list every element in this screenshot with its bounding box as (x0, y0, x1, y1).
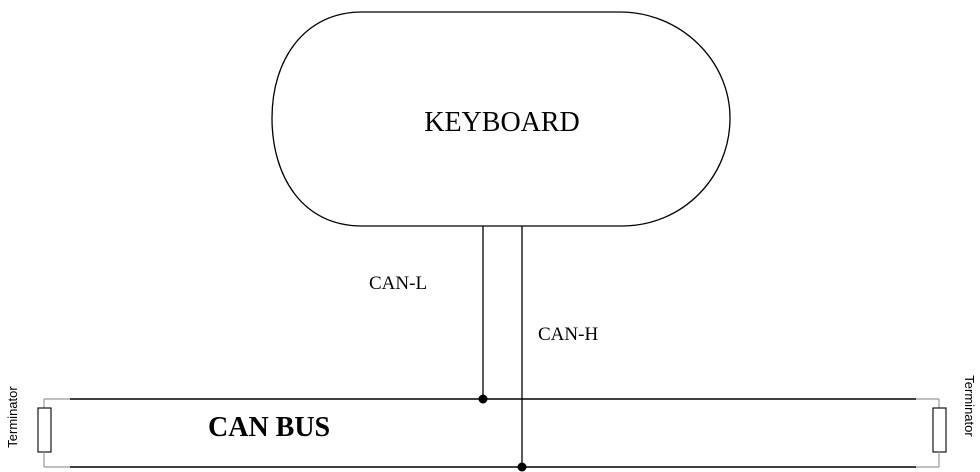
can-h-junction-dot (517, 462, 527, 472)
left-terminator-label: Terminator (5, 386, 20, 448)
left-terminator-resistor (37, 407, 52, 453)
can-l-label: CAN-L (369, 273, 427, 294)
keyboard-outline (271, 11, 731, 227)
left-terminator: Terminator (5, 386, 70, 468)
can-bus-label: CAN BUS (208, 412, 330, 443)
can-h-label: CAN-H (538, 324, 598, 345)
keyboard-node: KEYBOARD (271, 11, 731, 227)
right-terminator-label: Terminator (962, 375, 977, 437)
right-terminator: Terminator (916, 375, 977, 468)
right-terminator-resistor (932, 407, 947, 453)
keyboard-label: KEYBOARD (424, 107, 580, 138)
can-l-junction-dot (478, 394, 488, 404)
